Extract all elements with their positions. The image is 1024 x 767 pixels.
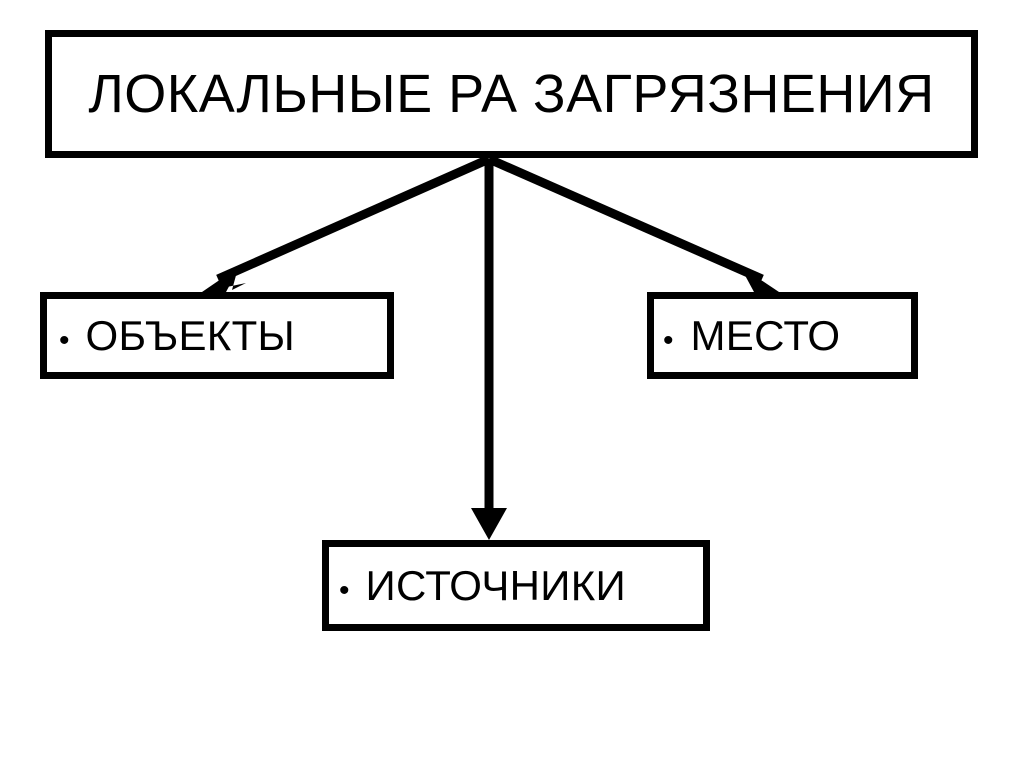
node-sources: • ИСТОЧНИКИ xyxy=(322,540,710,631)
node-title: ЛОКАЛЬНЫЕ РА ЗАГРЯЗНЕНИЯ xyxy=(45,30,978,158)
node-sources-content: • ИСТОЧНИКИ xyxy=(329,561,627,609)
bullet-icon: • xyxy=(59,323,70,357)
node-place-label: МЕСТО xyxy=(690,311,841,359)
bullet-icon: • xyxy=(339,573,350,607)
connector-title-to-sources xyxy=(471,159,507,540)
connector-title-to-place xyxy=(487,154,779,292)
node-objects-label: ОБЪЕКТЫ xyxy=(85,311,296,359)
node-place: • МЕСТО xyxy=(647,292,918,379)
connector-title-to-objects xyxy=(202,154,491,292)
node-objects-content: • ОБЪЕКТЫ xyxy=(47,311,296,359)
node-sources-label: ИСТОЧНИКИ xyxy=(365,561,627,609)
bullet-icon: • xyxy=(663,323,674,357)
node-title-label: ЛОКАЛЬНЫЕ РА ЗАГРЯЗНЕНИЯ xyxy=(88,64,935,124)
node-place-content: • МЕСТО xyxy=(654,311,841,359)
node-objects: • ОБЪЕКТЫ xyxy=(40,292,394,379)
